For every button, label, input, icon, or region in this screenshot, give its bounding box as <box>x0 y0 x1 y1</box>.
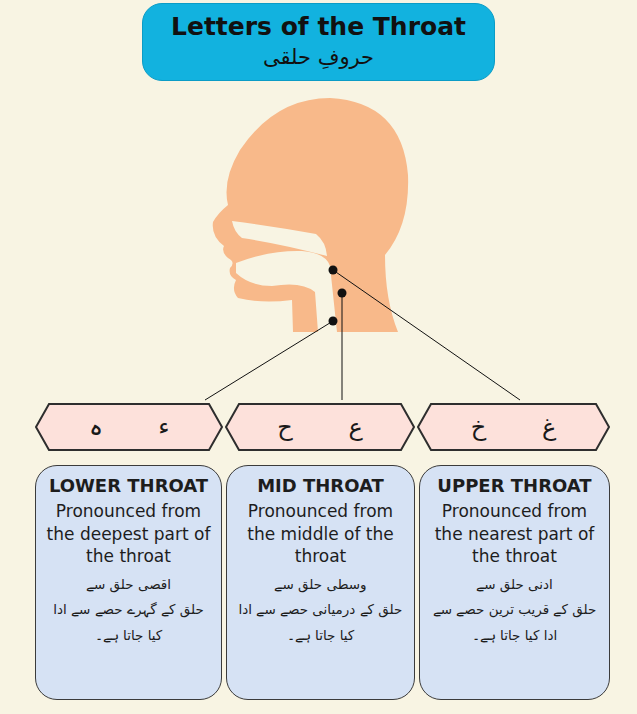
card-description: Pronounced from the deepest part of the … <box>44 500 213 567</box>
urdu-description: حلق کے قریب ترین حصے سے ادا کیا جاتا ہے۔ <box>428 597 601 648</box>
ribbon-shape <box>418 404 609 450</box>
title-band: Letters of the Throatحروفِ حلقی <box>142 3 495 81</box>
articulation-dot <box>338 289 347 298</box>
letter-ribbon: ع ح <box>225 403 415 451</box>
mouth-throat-cavity <box>236 251 337 332</box>
info-card: UPPER THROATPronounced from the nearest … <box>419 465 610 700</box>
nasal-cavity <box>232 221 327 256</box>
card-heading: LOWER THROAT <box>44 474 213 498</box>
title: Letters of the Throat <box>171 12 466 42</box>
urdu-term: اقصی حلق سے <box>44 572 213 598</box>
urdu-description: حلق کے درمیانی حصے سے ادا کیا جاتا ہے۔ <box>235 597 406 648</box>
card-description: Pronounced from the nearest part of the … <box>428 500 601 567</box>
leader-line <box>342 293 343 400</box>
letter-ribbon: غ خ <box>417 403 610 451</box>
urdu-term: وسطی حلق سے <box>235 572 406 598</box>
letter-ribbon: ء ہ <box>35 403 223 451</box>
arabic-letters: غ خ <box>417 403 610 451</box>
arabic-letters: ء ہ <box>35 403 223 451</box>
ribbon-shape <box>36 404 222 450</box>
info-card: LOWER THROATPronounced from the deepest … <box>35 465 222 700</box>
articulation-dot <box>329 266 338 275</box>
arabic-letters: ع ح <box>225 403 415 451</box>
head-silhouette <box>213 98 408 332</box>
card-description: Pronounced from the middle of the throat <box>235 500 406 567</box>
articulation-dot <box>329 317 338 326</box>
info-card: MID THROATPronounced from the middle of … <box>226 465 415 700</box>
leader-line <box>205 321 333 400</box>
urdu-description: حلق کے گہرے حصے سے ادا کیا جاتا ہے۔ <box>44 597 213 648</box>
card-heading: UPPER THROAT <box>428 474 601 498</box>
card-heading: MID THROAT <box>235 474 406 498</box>
leader-line <box>333 270 520 400</box>
urdu-term: ادنی حلق سے <box>428 572 601 598</box>
subtitle: حروفِ حلقی <box>171 42 466 72</box>
ribbon-shape <box>226 404 414 450</box>
